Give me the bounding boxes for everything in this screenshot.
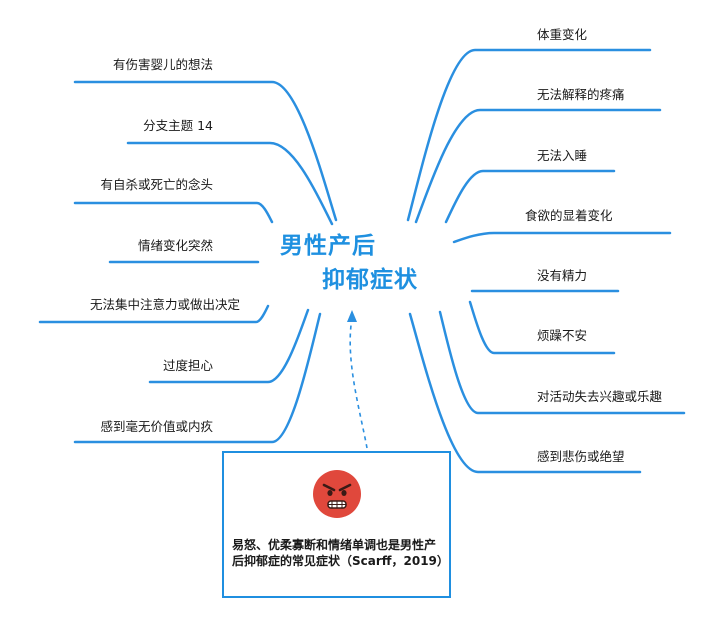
right-branch-label[interactable]: 对活动失去兴趣或乐趣 <box>537 389 663 404</box>
left-branch-label[interactable]: 有自杀或死亡的念头 <box>100 177 213 192</box>
left-branch-label[interactable]: 有伤害婴儿的想法 <box>112 57 213 72</box>
right-branch-label[interactable]: 感到悲伤或绝望 <box>537 449 625 464</box>
left-branch-label[interactable]: 情绪变化突然 <box>137 238 213 253</box>
note-box: 易怒、优柔寡断和情绪单调也是男性产后抑郁症的常见症状（Scarff，2019） <box>222 451 451 598</box>
right-branch-line <box>414 108 662 224</box>
right-branch-line <box>468 300 616 355</box>
right-branch-label[interactable]: 体重变化 <box>537 27 588 42</box>
left-branch-label[interactable]: 感到毫无价值或内疚 <box>100 419 213 434</box>
left-branch-label[interactable]: 分支主题 14 <box>143 118 213 133</box>
right-branch-line <box>438 310 686 415</box>
right-branch-label[interactable]: 没有精力 <box>537 268 588 283</box>
right-branch-label[interactable]: 无法解释的疼痛 <box>537 87 625 102</box>
right-branch-line <box>406 48 652 222</box>
right-branch-label[interactable]: 烦躁不安 <box>537 328 588 343</box>
angry-face-icon <box>313 470 361 518</box>
left-branch-line <box>73 80 338 222</box>
dashed-arrow-connector <box>349 317 368 449</box>
right-branch-line <box>452 231 672 244</box>
central-title-line1: 男性产后 <box>280 233 376 259</box>
right-branch-label[interactable]: 无法入睡 <box>537 148 588 163</box>
right-branch-line <box>408 312 642 474</box>
left-branch-line <box>38 304 270 324</box>
left-branch-line <box>148 308 310 384</box>
right-branch-label[interactable]: 食欲的显着变化 <box>525 208 613 223</box>
arrow-head <box>347 310 357 322</box>
left-branch-line <box>73 312 322 444</box>
right-branch-line <box>444 169 616 224</box>
note-text: 易怒、优柔寡断和情绪单调也是男性产后抑郁症的常见症状（Scarff，2019） <box>232 538 449 568</box>
left-branch-label[interactable]: 过度担心 <box>162 358 213 373</box>
left-branch-line <box>126 141 334 226</box>
left-branch-line <box>73 201 274 224</box>
central-title-line2: 抑郁症状 <box>322 267 418 293</box>
left-branch-label[interactable]: 无法集中注意力或做出决定 <box>89 297 240 312</box>
